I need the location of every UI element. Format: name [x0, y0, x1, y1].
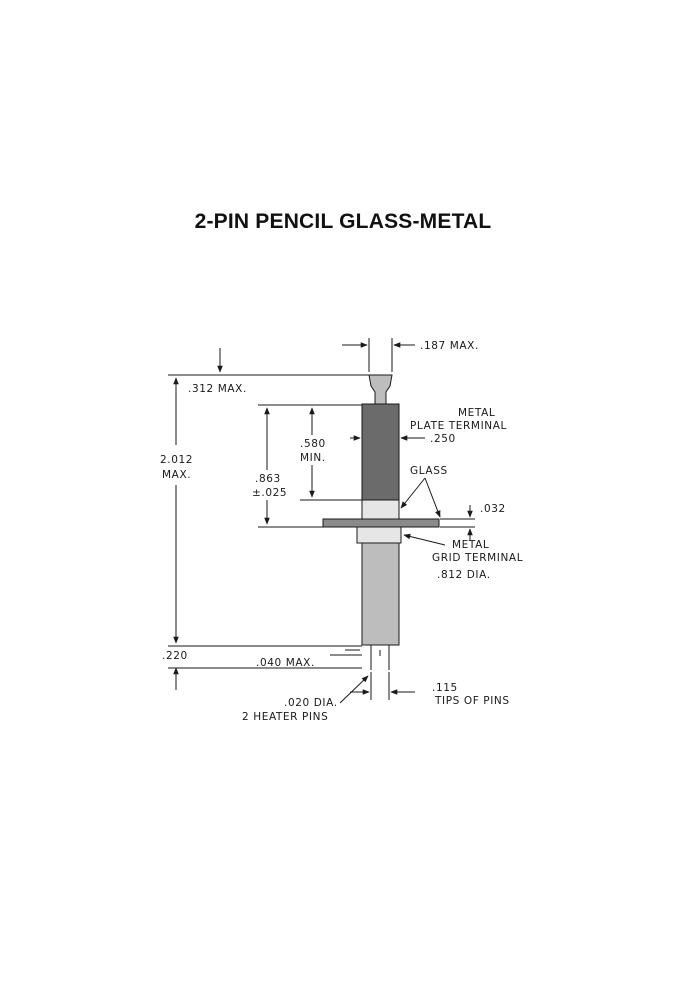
- tube-body: [322, 374, 440, 670]
- label-pin-offset: .040 MAX.: [256, 657, 315, 669]
- label-plate-length-value: .580: [300, 438, 326, 450]
- label-flange-thickness: .032: [480, 503, 506, 515]
- dimension-labels: .187 MAX. .312 MAX. 2.012 MAX. .580 MIN.…: [160, 340, 523, 723]
- dimension-lines: [168, 338, 475, 704]
- label-grid-terminal-line1: METAL: [452, 539, 489, 551]
- label-flange-position-tolerance: ±.025: [252, 487, 287, 499]
- label-plate-diameter: .250: [430, 433, 456, 445]
- glass-band-lower: [356, 526, 402, 544]
- label-heater-pins-line2: 2 HEATER PINS: [242, 711, 328, 723]
- grid-flange-disk: [322, 518, 440, 528]
- top-cap: [368, 374, 393, 405]
- plate-terminal-shape: [361, 403, 400, 501]
- label-base-height: .220: [162, 650, 188, 662]
- glass-band-upper: [361, 499, 400, 520]
- label-overall-length-suffix: MAX.: [162, 469, 191, 481]
- label-grid-terminal-line2: GRID TERMINAL: [432, 552, 523, 564]
- label-heater-pins-line1: .020 DIA.: [284, 697, 338, 709]
- label-glass: GLASS: [410, 465, 448, 477]
- label-overall-length-value: 2.012: [160, 454, 193, 466]
- label-pin-spacing-value: .115: [432, 682, 458, 694]
- lower-body-shape: [361, 542, 400, 646]
- label-flange-position-value: .863: [255, 473, 281, 485]
- label-pin-spacing-text: TIPS OF PINS: [434, 695, 510, 707]
- label-plate-terminal-line1: METAL: [458, 407, 495, 419]
- label-plate-terminal-line2: PLATE TERMINAL: [410, 420, 507, 432]
- label-cap-height: .312 MAX.: [188, 383, 247, 395]
- label-grid-terminal-line3: .812 DIA.: [437, 569, 491, 581]
- label-top-width: .187 MAX.: [420, 340, 479, 352]
- drawing-title: 2-PIN PENCIL GLASS-METAL: [194, 210, 492, 233]
- label-plate-length-suffix: MIN.: [300, 452, 326, 464]
